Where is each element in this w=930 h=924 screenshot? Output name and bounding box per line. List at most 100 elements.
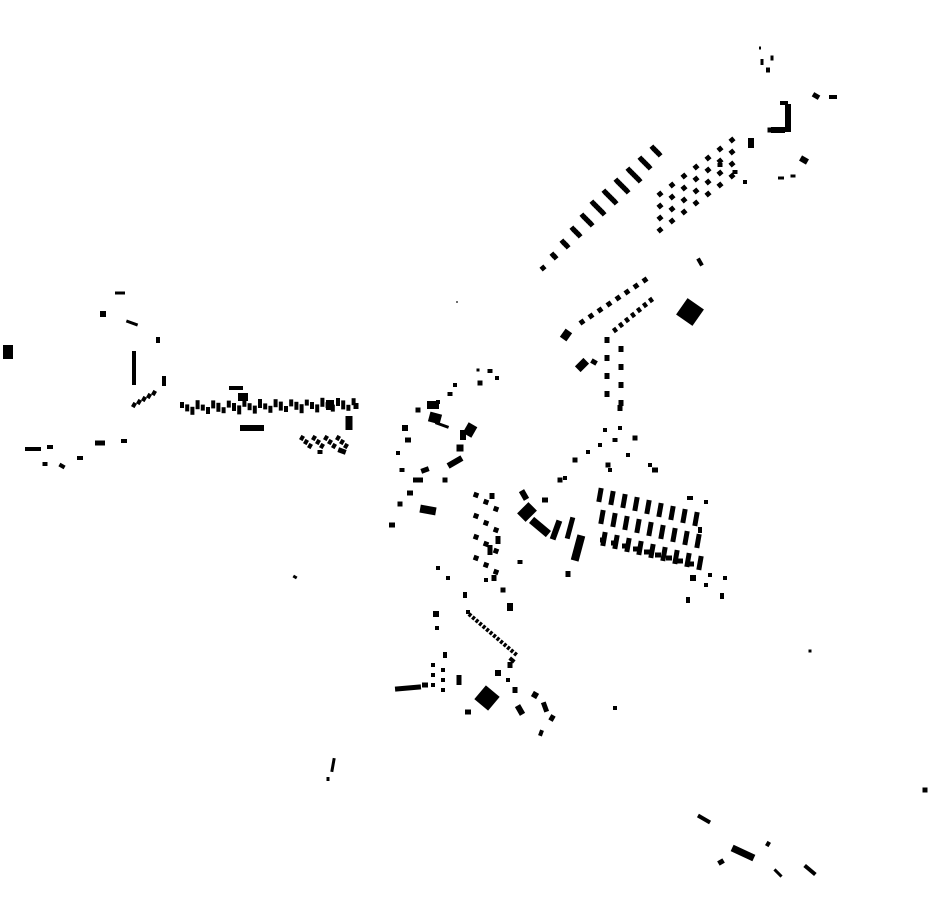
building [441, 668, 445, 672]
building [748, 138, 754, 148]
building [299, 404, 304, 414]
building [690, 575, 696, 581]
building [195, 400, 200, 410]
building [623, 187, 631, 195]
building [517, 560, 523, 564]
building [680, 196, 688, 204]
building [551, 253, 559, 261]
building [311, 434, 317, 442]
building [645, 163, 653, 171]
building [506, 645, 511, 651]
building [420, 466, 430, 474]
building [221, 407, 226, 414]
building [472, 533, 480, 541]
building [100, 311, 106, 317]
building [465, 709, 471, 715]
building [564, 516, 576, 540]
building [315, 438, 321, 446]
building [336, 398, 340, 406]
building [492, 526, 500, 534]
building [337, 447, 347, 455]
building [716, 169, 724, 177]
building [692, 163, 700, 171]
building [617, 405, 623, 411]
building [252, 405, 257, 414]
building [644, 499, 652, 515]
building [743, 180, 747, 184]
building [656, 226, 664, 234]
building [618, 382, 624, 388]
building [482, 561, 490, 569]
building [598, 443, 602, 447]
building [618, 400, 624, 406]
building [635, 306, 643, 314]
building [58, 462, 66, 470]
building [500, 587, 506, 593]
building [492, 505, 500, 513]
building [474, 618, 480, 624]
building [339, 438, 345, 446]
building [656, 190, 664, 198]
building [622, 543, 628, 549]
building [660, 546, 668, 562]
building [596, 487, 604, 503]
building [611, 540, 617, 546]
building [604, 373, 610, 379]
building [732, 170, 738, 174]
building [447, 392, 453, 396]
building [299, 434, 305, 442]
building [433, 611, 439, 617]
building [353, 403, 359, 409]
building [618, 364, 624, 370]
building-footprints [3, 46, 928, 878]
building [599, 209, 607, 217]
building [623, 288, 631, 296]
building [125, 319, 139, 327]
building [694, 533, 702, 549]
building [728, 160, 736, 168]
building [655, 552, 661, 558]
building [206, 407, 210, 414]
building [760, 59, 764, 65]
building [389, 522, 395, 528]
building [489, 493, 495, 499]
building [399, 468, 405, 472]
building [590, 358, 598, 366]
building [696, 555, 704, 571]
building [611, 326, 619, 334]
building [456, 301, 458, 303]
building [268, 405, 273, 413]
building [343, 442, 349, 450]
building [472, 491, 480, 499]
building [25, 447, 41, 451]
building [635, 176, 643, 184]
building [341, 400, 346, 410]
building [512, 687, 518, 693]
building [680, 172, 688, 180]
building [652, 467, 658, 473]
building [303, 438, 309, 446]
building [728, 148, 736, 156]
building [77, 456, 83, 460]
building [704, 190, 712, 198]
building [247, 403, 252, 411]
building [472, 512, 480, 520]
building [656, 214, 664, 222]
building [151, 389, 157, 397]
building [647, 296, 655, 304]
building [632, 282, 640, 290]
building [799, 155, 809, 165]
building [682, 530, 690, 546]
building [427, 401, 439, 409]
building [513, 651, 518, 657]
building [656, 202, 664, 210]
building [477, 380, 483, 386]
building [509, 648, 515, 654]
building [200, 404, 205, 411]
building [162, 376, 166, 386]
building [492, 547, 500, 555]
building [330, 757, 336, 773]
building [427, 411, 443, 425]
building [610, 512, 618, 528]
building [514, 704, 526, 716]
